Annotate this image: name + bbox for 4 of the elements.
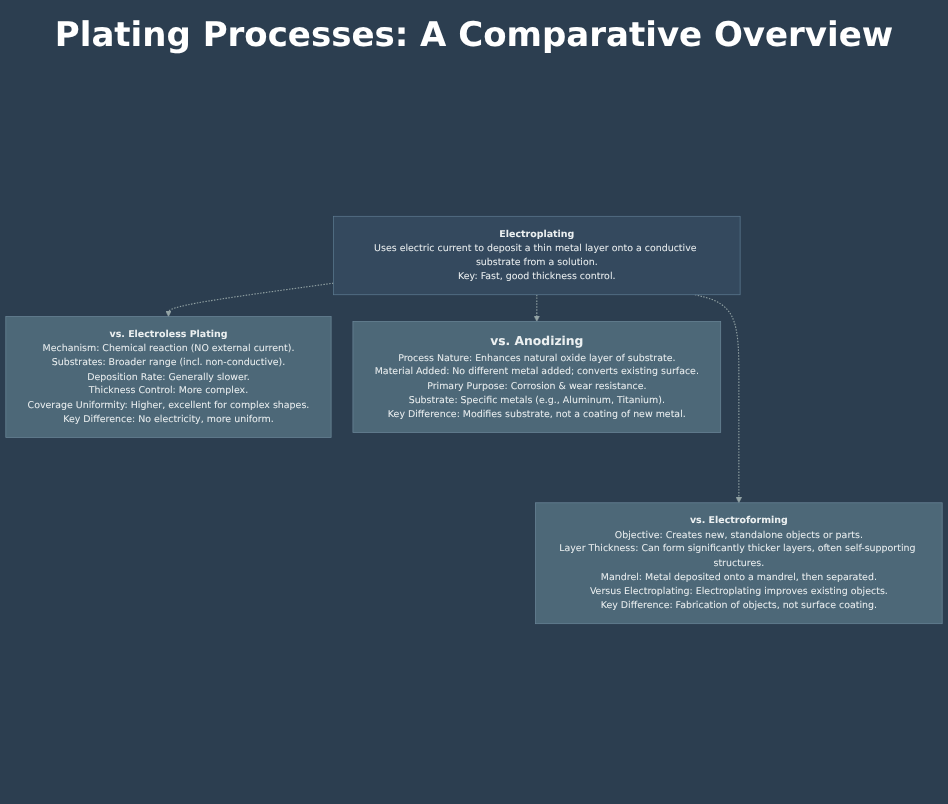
arrow — [533, 294, 540, 322]
arrow — [165, 282, 335, 317]
diagram-title: Plating Processes: A Comparative Overview — [52, 16, 896, 56]
arrow — [694, 294, 743, 504]
